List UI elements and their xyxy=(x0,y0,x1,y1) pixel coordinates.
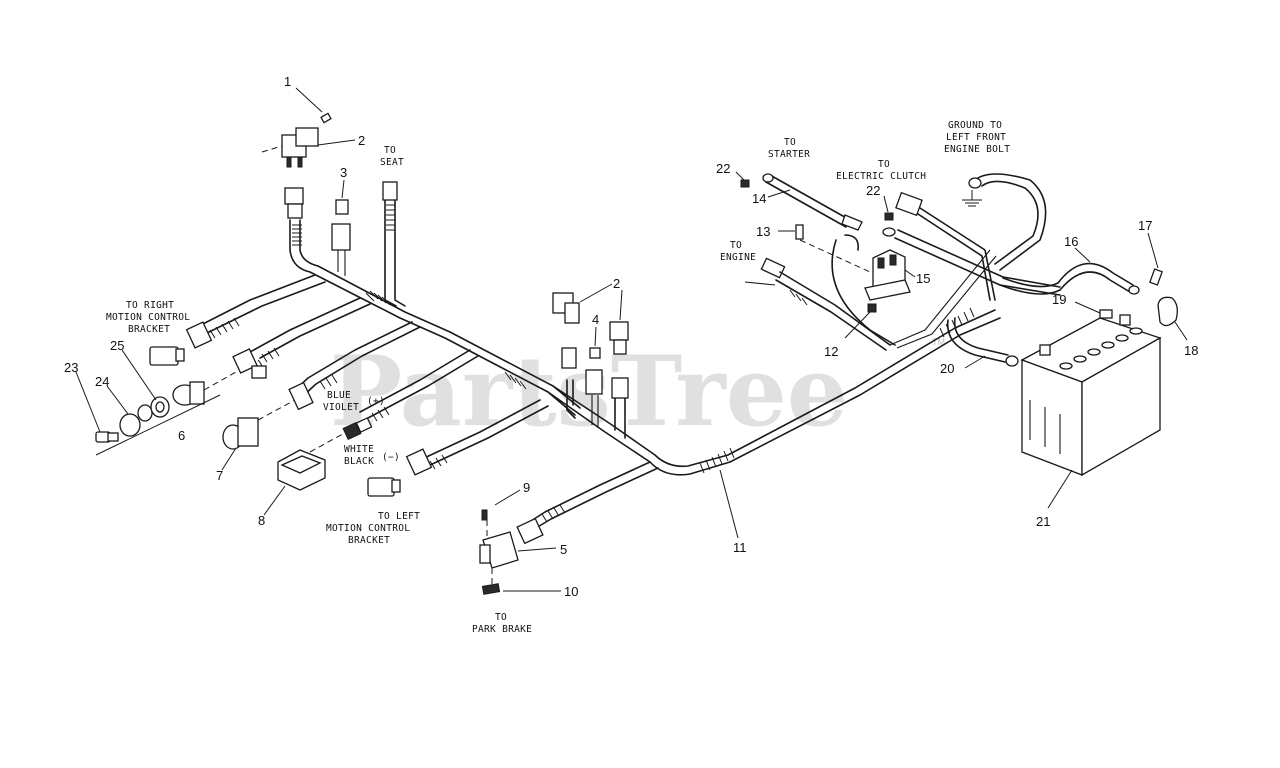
part-3-connector: 3 xyxy=(331,165,351,251)
label-plus: (+) xyxy=(367,396,385,407)
label-right-motion-1: TO RIGHT xyxy=(126,300,174,311)
part-8-hour-meter: 8 xyxy=(258,429,351,528)
callout-13: 13 xyxy=(756,224,770,239)
callout-2-center: 2 xyxy=(613,276,620,291)
label-to-seat-1: TO xyxy=(384,145,396,156)
label-minus: (−) xyxy=(382,452,400,463)
part-22-nuts: 22 22 xyxy=(716,161,896,237)
label-left-motion-3: BRACKET xyxy=(348,535,390,546)
ground-wire: GROUND TO LEFT FRONT ENGINE BOLT xyxy=(944,120,1047,271)
right-motion-control-plug: TO RIGHT MOTION CONTROL BRACKET xyxy=(106,300,213,366)
callout-1: 1 xyxy=(284,74,291,89)
part-2-relay-top: 2 xyxy=(261,127,365,168)
callout-group-11: 11 xyxy=(719,469,747,555)
label-violet: VIOLET xyxy=(323,402,359,413)
label-black: BLACK xyxy=(344,456,374,467)
harness-connector-7 xyxy=(288,381,314,411)
callout-11: 11 xyxy=(733,540,747,555)
callout-21: 21 xyxy=(1036,514,1050,529)
label-engine-1: TO xyxy=(730,240,742,251)
callout-group-12: 12 xyxy=(824,303,877,359)
engine-wire: TO ENGINE xyxy=(720,240,891,351)
part-21-battery: 21 xyxy=(1020,314,1162,529)
part-7-lamp: 7 xyxy=(216,399,296,483)
callout-25: 25 xyxy=(110,338,124,353)
callout-15: 15 xyxy=(916,271,930,286)
harness-left-connector xyxy=(232,348,267,379)
part-16-battery-cable: 16 xyxy=(999,234,1140,295)
main-harness xyxy=(194,199,1001,535)
label-ground-3: ENGINE BOLT xyxy=(944,144,1010,155)
label-ground-1: GROUND TO xyxy=(948,120,1002,131)
left-motion-control-plug: TO LEFT MOTION CONTROL BRACKET xyxy=(326,448,433,546)
callout-2-top: 2 xyxy=(358,133,365,148)
label-clutch-1: TO xyxy=(878,159,890,170)
callout-5: 5 xyxy=(560,542,567,557)
part-17-bolt: 17 xyxy=(1138,218,1163,286)
callout-17: 17 xyxy=(1138,218,1152,233)
callout-7: 7 xyxy=(216,468,223,483)
label-white: WHITE xyxy=(344,444,374,455)
parts-23-24-25: 23 24 25 6 xyxy=(64,338,221,456)
callout-24: 24 xyxy=(95,374,109,389)
label-left-motion-2: MOTION CONTROL xyxy=(326,523,410,534)
label-to-seat-2: SEAT xyxy=(380,157,404,168)
part-1-screw: 1 xyxy=(284,74,332,124)
callout-3: 3 xyxy=(340,165,347,180)
callout-23: 23 xyxy=(64,360,78,375)
callout-9: 9 xyxy=(523,480,530,495)
label-right-motion-2: MOTION CONTROL xyxy=(106,312,190,323)
corrugated-conduit xyxy=(209,204,975,523)
callout-16: 16 xyxy=(1064,234,1078,249)
polarity-connectors: BLUE VIOLET (+) WHITE BLACK (−) xyxy=(323,390,400,467)
callout-19: 19 xyxy=(1052,292,1066,307)
callout-4: 4 xyxy=(592,312,599,327)
watermark-trademark: TM xyxy=(932,337,945,347)
label-blue: BLUE xyxy=(327,390,351,401)
center-plugs xyxy=(561,347,629,399)
callout-18: 18 xyxy=(1184,343,1198,358)
callout-22-left: 22 xyxy=(716,161,730,176)
label-engine-2: ENGINE xyxy=(720,252,756,263)
label-starter-1: TO xyxy=(784,137,796,148)
seat-connector: TO SEAT xyxy=(380,145,404,201)
callout-8: 8 xyxy=(258,513,265,528)
label-park-brake-1: TO xyxy=(495,612,507,623)
callout-22-right: 22 xyxy=(866,183,880,198)
label-ground-2: LEFT FRONT xyxy=(946,132,1006,143)
part-5-park-brake-switch: 9 5 10 TO PARK BRAKE xyxy=(472,480,578,635)
label-park-brake-2: PARK BRAKE xyxy=(472,624,532,635)
harness-top-connector xyxy=(284,187,304,219)
part-2-relay-center: 2 xyxy=(552,276,629,355)
part-4-connector: 4 xyxy=(585,312,603,395)
callout-10: 10 xyxy=(564,584,578,599)
callout-14: 14 xyxy=(752,191,766,206)
right-harness-frame xyxy=(889,229,1061,349)
callout-6: 6 xyxy=(178,428,185,443)
part-18-terminal-cover: 18 xyxy=(1157,296,1198,358)
callout-12: 12 xyxy=(824,344,838,359)
part-15-solenoid: 15 xyxy=(831,234,930,346)
part-13-screw: 13 xyxy=(756,224,871,273)
callout-20: 20 xyxy=(940,361,954,376)
label-starter-2: STARTER xyxy=(768,149,810,160)
ignition-switch xyxy=(172,371,237,406)
electric-clutch-connector: TO ELECTRIC CLUTCH xyxy=(836,159,996,301)
label-left-motion-1: TO LEFT xyxy=(378,511,420,522)
part-19-bolt: 19 xyxy=(1052,292,1113,319)
label-clutch-2: ELECTRIC CLUTCH xyxy=(836,171,926,182)
part-20-battery-cable: 20 xyxy=(940,317,1019,376)
label-right-motion-3: BRACKET xyxy=(128,324,170,335)
part-14-starter-cable: 14 TO STARTER xyxy=(752,137,863,231)
